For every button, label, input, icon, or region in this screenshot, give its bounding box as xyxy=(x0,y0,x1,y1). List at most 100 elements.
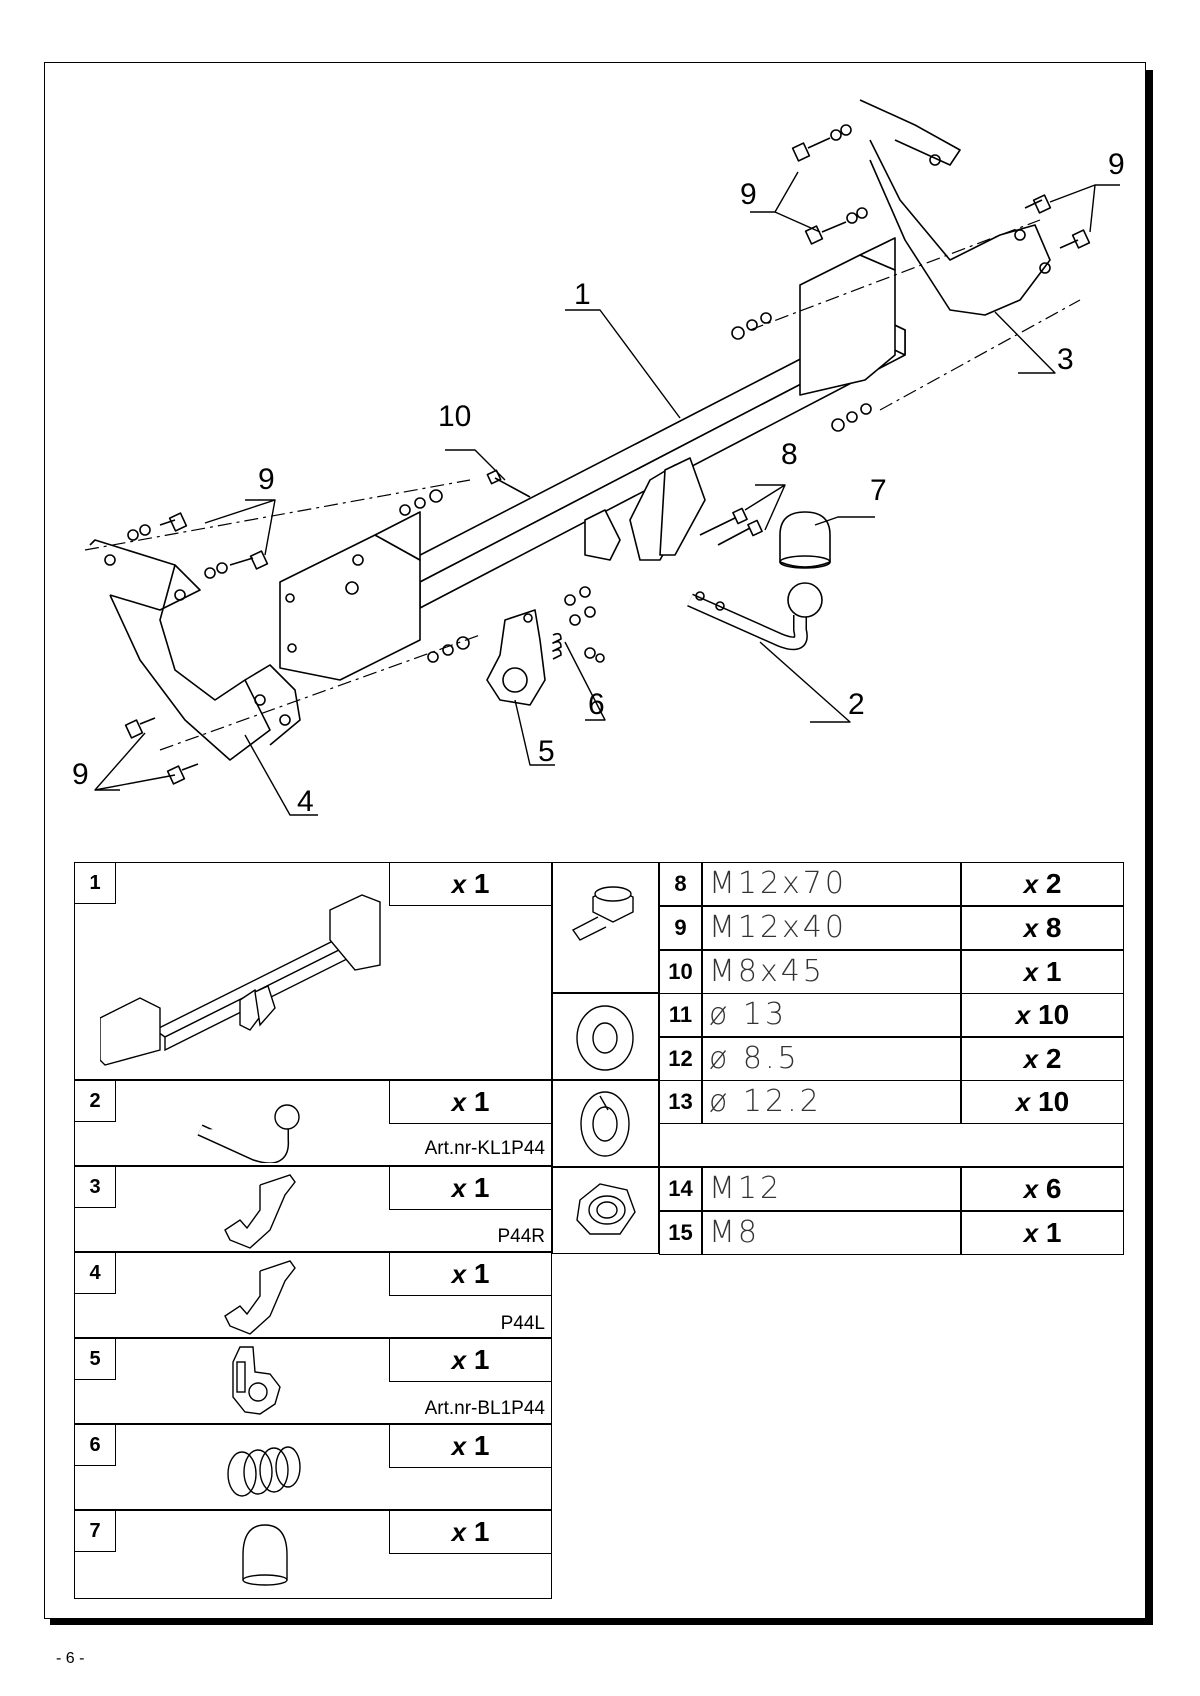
ball-neck-thumbnail xyxy=(197,1104,300,1163)
part-number: 7 xyxy=(74,1510,116,1552)
callout-9-bottom-left: 9 xyxy=(72,758,89,791)
hardware-qty-cell xyxy=(961,1211,1124,1255)
hardware-spec-cell xyxy=(702,906,961,950)
callout-9-mid-left: 9 xyxy=(258,463,275,496)
part-number: 2 xyxy=(74,1080,116,1122)
callout-8: 8 xyxy=(781,438,798,471)
hardware-num-cell xyxy=(659,906,702,950)
hardware-number: 13 xyxy=(668,1089,693,1114)
hardware-num-cell xyxy=(659,862,702,906)
hardware-qty-cell xyxy=(961,862,1124,906)
callout-7: 7 xyxy=(870,474,887,507)
hardware-spec-cell xyxy=(702,862,961,906)
hardware-qty-cell xyxy=(961,1080,1124,1124)
cap-thumbnail xyxy=(242,1524,288,1586)
hardware-number: 9 xyxy=(674,915,687,940)
crossbar-drawing xyxy=(279,237,906,681)
hardware-quantity: x 8 xyxy=(1023,912,1062,943)
hardware-quantity: x 2 xyxy=(1023,1043,1062,1074)
hardware-num-cell xyxy=(659,1080,702,1124)
hardware-spec-cell xyxy=(702,1037,961,1081)
alignment-lines xyxy=(84,219,1081,751)
exploded-assembly-diagram xyxy=(84,99,1120,816)
hardware-spec: M8 xyxy=(709,1215,760,1250)
hardware-spec-cell xyxy=(702,1167,961,1211)
hardware-spec-cell xyxy=(702,993,961,1037)
article-number: Art.nr-KL1P44 xyxy=(424,1138,545,1159)
hardware-spec: M12x70 xyxy=(709,866,847,901)
right-arm-thumbnail xyxy=(224,1174,296,1249)
hardware-quantity: x 10 xyxy=(1015,1086,1070,1117)
hardware-spec: M8x45 xyxy=(709,954,825,989)
hardware-number: 15 xyxy=(668,1220,693,1245)
empty-cell xyxy=(659,1124,1124,1167)
spring-thumbnail xyxy=(227,1446,301,1497)
right-side-arm-drawing xyxy=(859,99,1051,316)
hardware-quantity: x 2 xyxy=(1023,868,1062,899)
article-number: P44L xyxy=(500,1313,545,1334)
callout-5: 5 xyxy=(538,735,555,768)
callout-2: 2 xyxy=(848,688,865,721)
hardware-spec-cell xyxy=(702,1080,961,1124)
callout-1: 1 xyxy=(574,278,591,311)
part-quantity: x 1 xyxy=(389,1510,552,1554)
socket-plate-thumbnail xyxy=(232,1346,281,1415)
callout-3: 3 xyxy=(1057,343,1074,376)
part-number: 3 xyxy=(74,1166,116,1208)
hardware-spec: M12 xyxy=(709,1171,783,1206)
hardware-qty-cell xyxy=(961,993,1124,1037)
hardware-num-cell xyxy=(659,1037,702,1081)
part-number: 1 xyxy=(74,862,116,904)
hardware-quantity: x 6 xyxy=(1023,1173,1062,1204)
hardware-qty-cell xyxy=(961,1167,1124,1211)
callout-10: 10 xyxy=(438,400,472,433)
part-number: 5 xyxy=(74,1338,116,1380)
hardware-number: 10 xyxy=(668,959,693,984)
hardware-number: 14 xyxy=(668,1176,693,1201)
nut-icon xyxy=(576,1183,636,1235)
hardware-num-cell xyxy=(659,950,702,994)
leader-lines xyxy=(94,171,1120,816)
part-quantity: x 1 xyxy=(389,1338,552,1382)
bolt-icon xyxy=(571,886,634,941)
callout-4: 4 xyxy=(297,785,314,818)
socket-plate-drawing xyxy=(486,609,546,706)
left-side-arm-drawing xyxy=(89,539,301,761)
part-number: 4 xyxy=(74,1252,116,1294)
part-row-6 xyxy=(74,1424,552,1510)
callout-9-top-left: 9 xyxy=(740,178,757,211)
hardware-spec: M12x40 xyxy=(709,910,847,945)
hardware-num-cell xyxy=(659,1211,702,1255)
part-quantity: x 1 xyxy=(389,1424,552,1468)
part-quantity: x 1 xyxy=(389,862,552,906)
hardware-number: 12 xyxy=(668,1046,693,1071)
part-number: 6 xyxy=(74,1424,116,1466)
hardware-num-cell xyxy=(659,1167,702,1211)
hardware-quantity: x 1 xyxy=(1023,1217,1062,1248)
hardware-num-cell xyxy=(659,993,702,1037)
washer-icon xyxy=(576,1005,634,1071)
callout-9-top-right: 9 xyxy=(1108,148,1125,181)
callout-6: 6 xyxy=(588,688,605,721)
hardware-number: 8 xyxy=(674,871,687,896)
article-number: Art.nr-BL1P44 xyxy=(424,1398,545,1419)
left-arm-thumbnail xyxy=(224,1260,296,1335)
fasteners-drawing xyxy=(124,124,1091,785)
page-number: - 6 - xyxy=(56,1650,85,1667)
spring-washer-icon xyxy=(580,1091,630,1157)
crossbar-thumbnail xyxy=(100,894,381,1066)
article-number: P44R xyxy=(497,1226,545,1247)
part-quantity: x 1 xyxy=(389,1252,552,1296)
hardware-qty-cell xyxy=(961,906,1124,950)
hardware-quantity: x 1 xyxy=(1023,956,1062,987)
cap-drawing xyxy=(779,511,831,569)
ball-neck-drawing xyxy=(687,582,823,651)
hardware-spec-cell xyxy=(702,1211,961,1255)
part-quantity: x 1 xyxy=(389,1166,552,1210)
hardware-qty-cell xyxy=(961,1037,1124,1081)
part-quantity: x 1 xyxy=(389,1080,552,1124)
spring-drawing xyxy=(552,632,562,660)
hardware-quantity: x 10 xyxy=(1015,999,1070,1030)
hardware-spec: ø 12.2 xyxy=(709,1084,822,1119)
hardware-spec: ø 8.5 xyxy=(709,1041,800,1076)
